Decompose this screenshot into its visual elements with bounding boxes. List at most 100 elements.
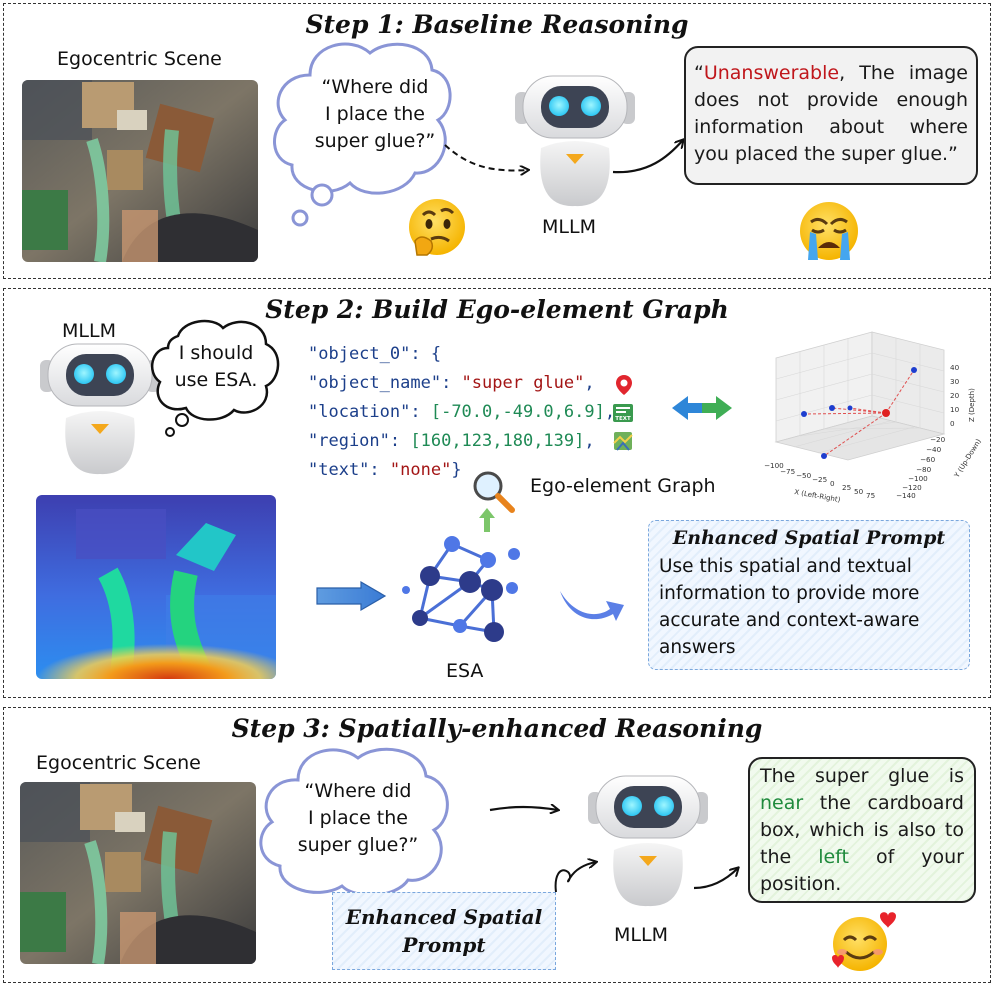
x-tick: −100 <box>764 461 784 470</box>
question-line: super glue?” <box>297 834 419 856</box>
step3-thought-cloud <box>259 747 449 897</box>
step1-panel: Step 1: Baseline Reasoning <box>3 3 991 279</box>
step3-panel: Step 3: Spatially-enhanced Reasoning <box>3 707 991 983</box>
answer-text: the cardboard box, which is also to the <box>760 792 964 868</box>
prompt-line: Prompt <box>402 933 486 957</box>
answer-highlight-near: near <box>760 792 804 814</box>
y-tick: −80 <box>916 465 932 474</box>
code-value-region: [160,123,180,139] <box>410 431 585 451</box>
up-arrow-icon <box>479 508 495 532</box>
prompt-line: Enhanced Spatial <box>345 905 543 929</box>
step3-answer-bubble: The super glue is near the cardboard box… <box>748 757 976 903</box>
curved-arrow-icon <box>560 591 624 621</box>
step3-title: Step 3: Spatially-enhanced Reasoning <box>231 714 763 743</box>
graph-label: Ego-element Graph <box>530 475 716 497</box>
3d-scatter-plot: −100 −75 −50 −25 0 25 50 75 −20 −40 −60 … <box>764 331 983 504</box>
crying-face-icon <box>800 202 858 260</box>
step3-robot-icon <box>588 775 708 907</box>
z-axis-label: Z (Depth) <box>968 388 976 422</box>
depth-map-image <box>36 495 276 679</box>
x-tick: 25 <box>842 483 851 492</box>
y-tick: −60 <box>920 455 936 464</box>
x-tick: 0 <box>830 479 835 488</box>
step3-question: “Where did I place the super glue?” <box>283 778 433 859</box>
code-key: "region" <box>308 431 390 451</box>
y-tick: −140 <box>896 491 916 500</box>
step1-scene-image <box>22 80 258 262</box>
y-tick: −20 <box>930 435 946 444</box>
question-line: I place the <box>308 807 408 829</box>
text-document-icon: TEXT <box>613 404 633 422</box>
step2-model-label: MLLM <box>62 320 116 342</box>
code-value-location: [-70.0,-49.0,6.9] <box>430 402 605 422</box>
x-tick: 75 <box>866 491 875 500</box>
prompt-body: Use this spatial and textual information… <box>659 556 920 658</box>
thought-line: I should <box>178 342 254 364</box>
map-region-icon <box>613 432 633 451</box>
code-value-text: "none" <box>389 460 452 480</box>
esa-graph-icon <box>402 536 520 642</box>
step1-scene-label: Egocentric Scene <box>57 48 222 70</box>
answer-highlight-left: left <box>818 846 849 868</box>
prompt-title: Enhanced Spatial Prompt <box>672 527 946 549</box>
code-line-object: "object_0": { <box>308 340 615 369</box>
step2-robot-icon <box>40 343 160 475</box>
code-key: "location" <box>308 402 411 422</box>
step1-answer-bubble: “Unanswerable, The image does not provid… <box>684 46 978 185</box>
thinking-face-icon <box>409 199 465 256</box>
step3-model-label: MLLM <box>614 924 668 946</box>
code-key: "object_name" <box>308 373 442 393</box>
z-tick: 30 <box>950 377 960 386</box>
code-line-region: "region": [160,123,180,139], <box>308 431 595 451</box>
enhanced-spatial-prompt-box: Enhanced Spatial Prompt Use this spatial… <box>648 520 970 670</box>
answer-text: , The image does not provide enough info… <box>694 62 968 165</box>
text-badge-label: TEXT <box>615 416 631 422</box>
step1-answer-arrow <box>612 132 698 174</box>
step3-scene-image <box>20 782 256 964</box>
step2-panel: Step 2: Build Ego-element Graph <box>3 288 991 698</box>
step1-title: Step 1: Baseline Reasoning <box>305 10 689 39</box>
step3-loop-arrow <box>554 858 602 893</box>
question-line: “Where did <box>321 76 429 98</box>
answer-text: of your position. <box>760 846 964 895</box>
code-line-location: "location": [-70.0,-49.0,6.9], <box>308 402 616 422</box>
x-tick: −50 <box>796 471 812 480</box>
esa-label: ESA <box>446 660 484 682</box>
y-tick: −100 <box>908 474 928 483</box>
y-axis-label: Y (Up-Down) <box>952 437 983 480</box>
code-punct: } <box>451 460 462 480</box>
x-tick: −75 <box>780 467 795 476</box>
right-arrow-icon <box>316 580 387 612</box>
thought-line: use ESA. <box>174 369 258 391</box>
step2-thought-cloud <box>150 319 280 437</box>
step1-robot-icon <box>515 75 635 207</box>
answer-text: The super glue is <box>760 765 964 787</box>
step2-title: Step 2: Build Ego-element Graph <box>265 295 729 324</box>
y-tick: −40 <box>926 445 942 454</box>
code-value-string: "super glue" <box>461 373 585 393</box>
code-line-text: "text": "none"} <box>308 460 462 480</box>
step2-thought-text: I should use ESA. <box>160 340 272 394</box>
code-line-object-name: "object_name": "super glue", <box>308 373 595 393</box>
map-pin-icon <box>616 375 632 395</box>
question-line: I place the <box>325 103 425 125</box>
ego-element-json: "object_0": { "object_name": "super glue… <box>308 340 615 485</box>
question-line: “Where did <box>304 780 412 802</box>
step3-prompt-box: Enhanced Spatial Prompt <box>332 892 556 970</box>
x-tick: −25 <box>812 475 827 484</box>
code-punct: : { <box>410 344 442 364</box>
step1-dashed-arrow <box>444 144 540 200</box>
step3-answer-arrow <box>693 858 750 890</box>
answer-highlight-unanswerable: Unanswerable <box>703 62 840 84</box>
bidirectional-arrow-icon <box>672 396 732 420</box>
magnifier-icon <box>473 471 515 513</box>
z-tick: 10 <box>950 405 960 414</box>
step1-question: “Where did I place the super glue?” <box>300 74 450 155</box>
step3-scene-label: Egocentric Scene <box>36 752 201 774</box>
z-tick: 0 <box>950 419 955 428</box>
question-line: super glue?” <box>314 130 436 152</box>
y-tick: −120 <box>902 483 922 492</box>
z-tick: 20 <box>950 391 960 400</box>
z-tick: 40 <box>950 363 960 372</box>
code-key: "object_0" <box>308 344 411 364</box>
